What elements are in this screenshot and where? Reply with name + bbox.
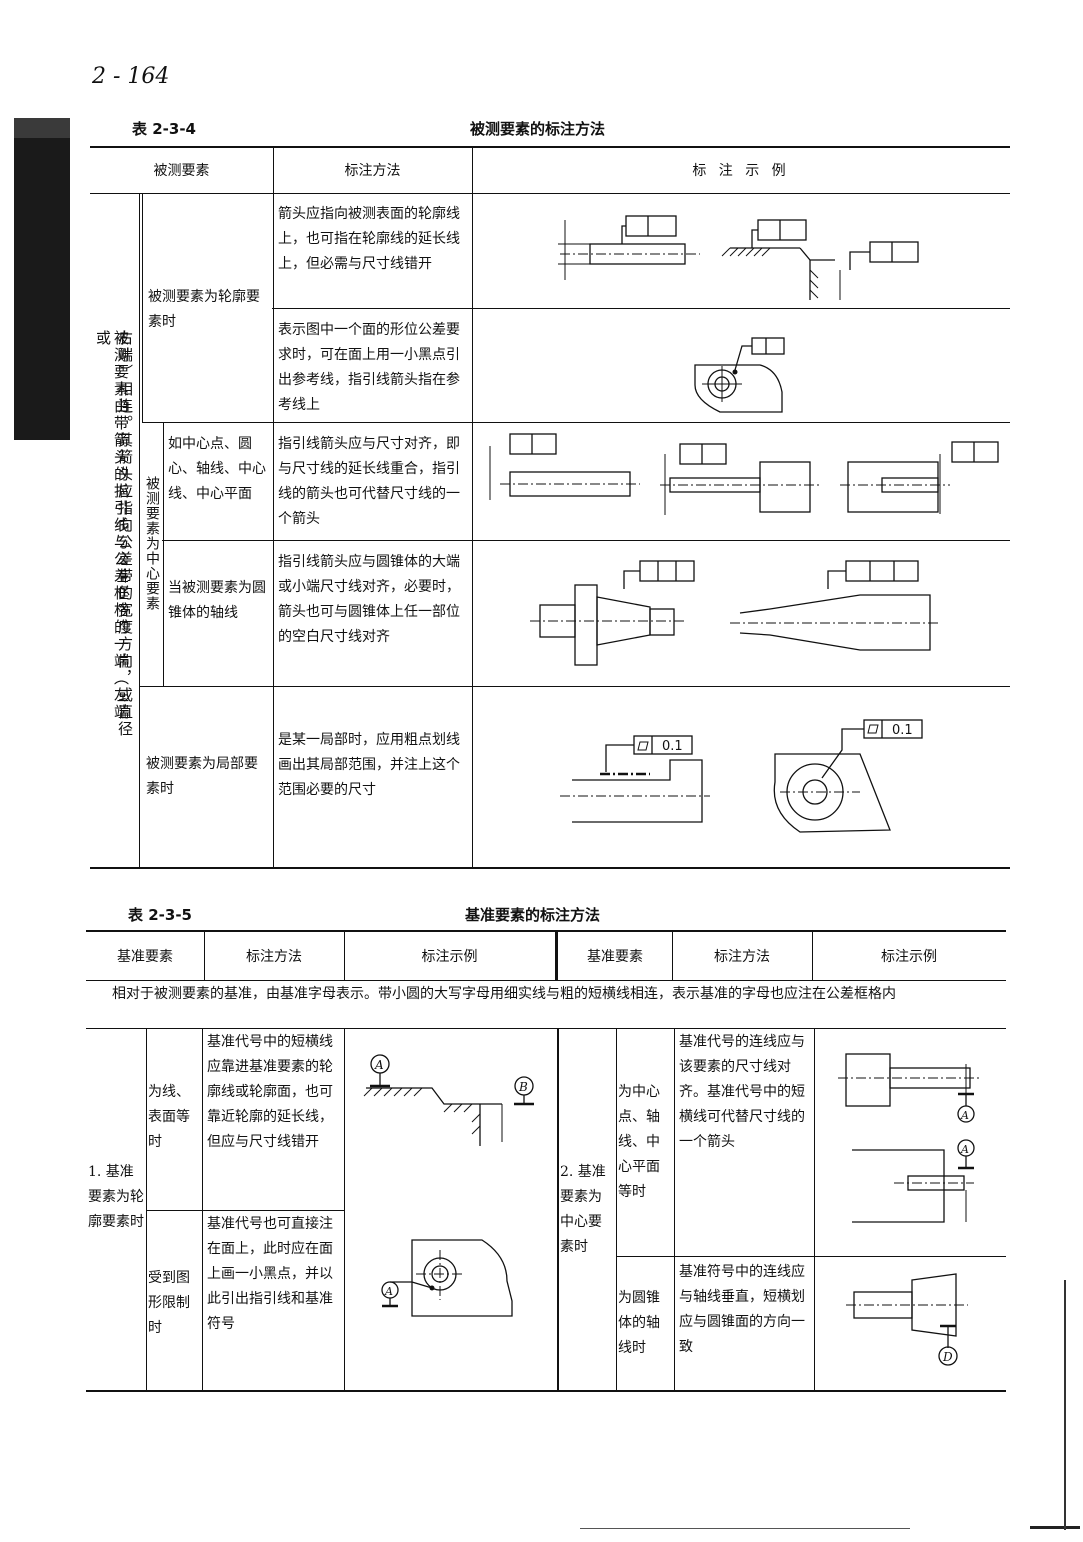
datum-letter-a2: A: [384, 1285, 393, 1298]
datum-letter-a1: A: [374, 1058, 384, 1072]
t2-header-datum-1: 基准要素: [117, 949, 173, 965]
table2-number: 表 2-3-5: [128, 906, 192, 924]
header-example: 标 注 示 例: [692, 163, 790, 179]
t2-example-cone-axis: D: [846, 1273, 968, 1366]
row2-method: 表示图中一个面的形位公差要求时，可在面上用一小黑点引出参考线，指引线箭头指在参考…: [278, 322, 460, 413]
table-number: 表 2-3-4: [132, 120, 196, 138]
datum-letter-b: B: [518, 1080, 528, 1094]
side-note-a: 被测要素由带箭头的指引线与公差框格的一端（左端或: [94, 330, 130, 721]
t2-left-row2-element: 受到图形限制时: [148, 1270, 190, 1336]
t2-right-row1-element: 为中心点、轴线、中心平面等时: [618, 1084, 660, 1200]
t2-left-row1-element: 为线、表面等时: [148, 1084, 190, 1150]
t2-right-group: 2. 基准要素为中心要素时: [560, 1164, 606, 1255]
t2-right-row2-element: 为圆锥体的轴线时: [618, 1290, 660, 1356]
t2-left-row1-method: 基准代号中的短横线应靠进基准要素的轮廓线或轮廓面，也可靠近轮廓的延长线，但应与尺…: [207, 1034, 333, 1150]
datum-letter-a3: A: [960, 1109, 969, 1122]
row3-element: 如中心点、圆心、轴线、中心线、中心平面: [168, 436, 266, 502]
t2-right-row2-method: 基准符号中的连线应与轴线垂直，短横划应与圆锥面的方向一致: [679, 1264, 805, 1355]
row3-method: 指引线箭头应与尺寸对齐，即与尺寸线的延长线重合，指引线的箭头也可代替尺寸线的一个…: [278, 436, 460, 527]
example-cone-axis-drawing: [530, 560, 940, 666]
t2-header-method-2: 标注方法: [714, 949, 770, 965]
row4-method: 指引线箭头应与圆锥体的大端或小端尺寸线对齐，必要时，箭头也可与圆锥体上任一部位的…: [278, 554, 460, 645]
example-face-dot-drawing: [694, 337, 785, 413]
row1-element: 被测要素为轮廓要素时: [148, 289, 260, 330]
page-edge-bar-top: [14, 118, 70, 138]
datum-letter-a4: A: [960, 1143, 969, 1156]
t2-header-method-1: 标注方法: [246, 949, 302, 965]
t2-example-shape-limited: A: [381, 1239, 513, 1317]
example-local-element-drawing: 0.1 0.1: [560, 719, 923, 833]
tol-value-b: 0.1: [892, 723, 913, 738]
example-contour-drawing: [558, 215, 919, 300]
t2-intro: 相对于被测要素的基准，由基准字母表示。带小圆的大写字母用细实线与粗的短横线相连，…: [112, 986, 896, 1002]
table2-title: 基准要素的标注方法: [465, 906, 601, 924]
t2-example-center-axis: A A: [838, 1053, 980, 1223]
t2-left-group: 1. 基准要素为轮廓要素时: [88, 1164, 144, 1230]
header-measured-element: 被测要素: [153, 163, 210, 179]
table-title: 被测要素的标注方法: [470, 120, 606, 138]
row4-element: 当被测要素为圆锥体的轴线: [168, 580, 266, 621]
datum-letter-d: D: [942, 1350, 953, 1364]
group-center-element: 被测要素为中心要素: [144, 476, 160, 611]
t2-header-example-2: 标注示例: [881, 949, 937, 965]
tol-value-a: 0.1: [662, 739, 683, 754]
page-number: 2 - 164: [92, 64, 170, 89]
t2-right-row1-method: 基准代号的连线应与该要素的尺寸线对齐。基准代号中的短横线可代替尺寸线的一个箭头: [679, 1034, 805, 1150]
header-method: 标注方法: [344, 163, 401, 179]
page-edge-bar: [14, 118, 70, 440]
t2-example-line-surface: A B: [363, 1054, 534, 1146]
row5-element: 被测要素为局部要素时: [146, 756, 258, 797]
t2-header-example-1: 标注示例: [421, 949, 478, 965]
t2-left-row2-method: 基准代号也可直接注在面上，此时应在面上画一小黑点，并以此引出指引线和基准符号: [207, 1216, 333, 1332]
row5-method: 是某一局部时，应用粗点划线画出其局部范围，并注上这个范围必要的尺寸: [278, 732, 460, 798]
t2-header-datum-2: 基准要素: [587, 949, 643, 965]
side-note-b: 右端）相连。其箭头应指向公差带的宽度方向，或直径: [116, 330, 134, 738]
row1-method: 箭头应指向被测表面的轮廓线上，也可指在轮廓线的延长线上，但必需与尺寸线错开: [278, 206, 460, 272]
example-center-axis-drawing: [489, 433, 999, 515]
